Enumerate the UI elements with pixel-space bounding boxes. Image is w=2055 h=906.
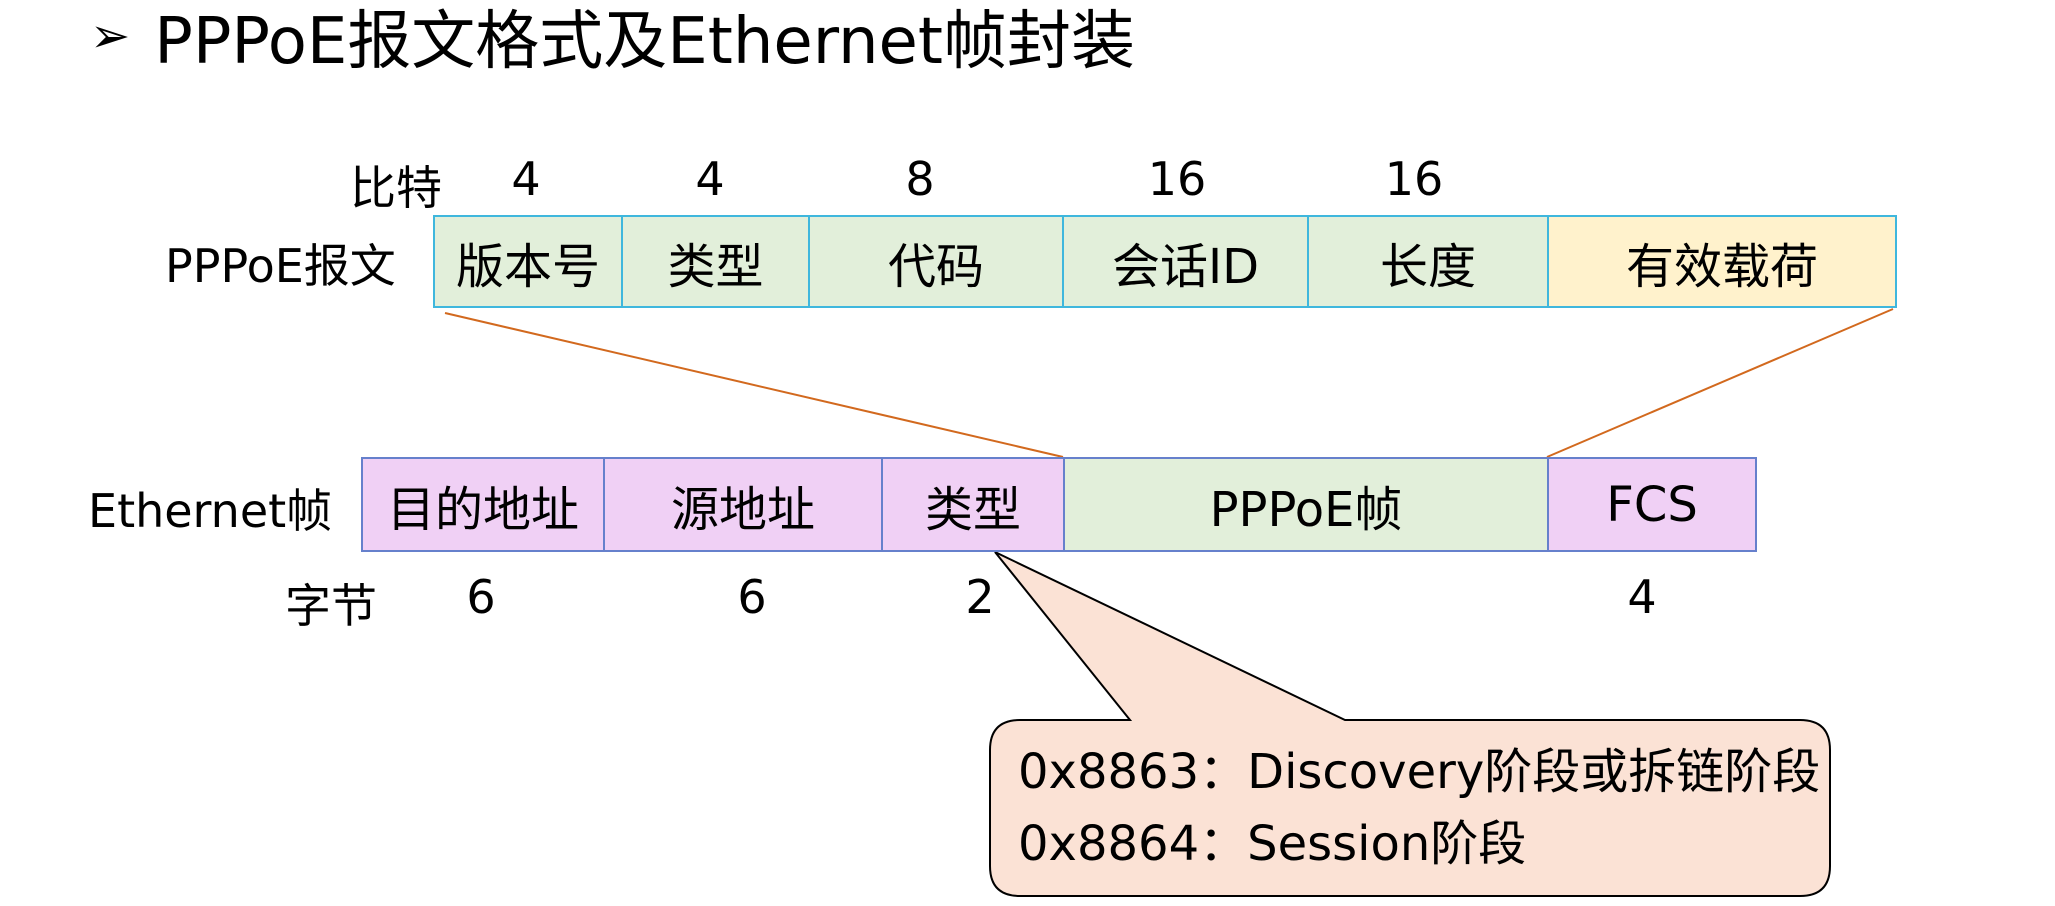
pppoe-field-type: 类型 [621, 215, 810, 308]
field-label: 类型 [667, 238, 764, 295]
type-callout-shape [989, 551, 1831, 897]
connector-right-line [1546, 308, 1894, 458]
field-label: 代码 [887, 238, 984, 295]
bytes-label: 字节 [285, 579, 377, 633]
bits-version: 4 [511, 152, 541, 206]
bytes-src-addr: 6 [737, 570, 767, 624]
bytes-dest-addr: 6 [466, 570, 496, 624]
bits-type: 4 [695, 152, 725, 206]
ethernet-field-dest-addr: 目的地址 [361, 457, 605, 552]
ethernet-field-pppoe-frame: PPPoE帧 [1063, 457, 1549, 552]
pppoe-field-version: 版本号 [433, 215, 623, 308]
callout-line-session: 0x8864：Session阶段 [1018, 816, 1527, 872]
pppoe-field-length: 长度 [1307, 215, 1549, 308]
bits-code: 8 [905, 152, 935, 206]
bits-length: 16 [1384, 152, 1444, 206]
pppoe-field-session-id: 会话ID [1062, 215, 1309, 308]
ethernet-row-label: Ethernet帧 [88, 484, 333, 538]
pppoe-row-label: PPPoE报文 [165, 239, 396, 293]
pppoe-field-payload: 有效载荷 [1547, 215, 1897, 308]
field-label: 会话ID [1111, 238, 1260, 295]
connector-left-line [444, 312, 1064, 458]
ethernet-field-fcs: FCS [1547, 457, 1757, 552]
ethernet-field-src-addr: 源地址 [603, 457, 883, 552]
field-label: FCS [1606, 476, 1698, 533]
bytes-type: 2 [965, 570, 995, 624]
ethernet-field-type: 类型 [881, 457, 1065, 552]
bits-session-id: 16 [1147, 152, 1207, 206]
field-label: PPPoE帧 [1209, 481, 1403, 538]
field-label: 有效载荷 [1625, 238, 1818, 295]
bits-label: 比特 [350, 161, 442, 215]
field-label: 长度 [1379, 238, 1476, 295]
field-label: 目的地址 [386, 481, 579, 538]
pppoe-field-code: 代码 [808, 215, 1064, 308]
callout-line-discovery: 0x8863：Discovery阶段或拆链阶段 [1018, 744, 1821, 800]
bytes-fcs: 4 [1627, 570, 1657, 624]
field-label: 类型 [924, 481, 1021, 538]
field-label: 版本号 [455, 238, 600, 295]
slide-title: ➢ PPPoE报文格式及Ethernet帧封装 [90, 0, 1135, 79]
slide-title-text: PPPoE报文格式及Ethernet帧封装 [154, 5, 1135, 79]
arrow-bullet-icon: ➢ [90, 8, 131, 64]
field-label: 源地址 [670, 481, 815, 538]
